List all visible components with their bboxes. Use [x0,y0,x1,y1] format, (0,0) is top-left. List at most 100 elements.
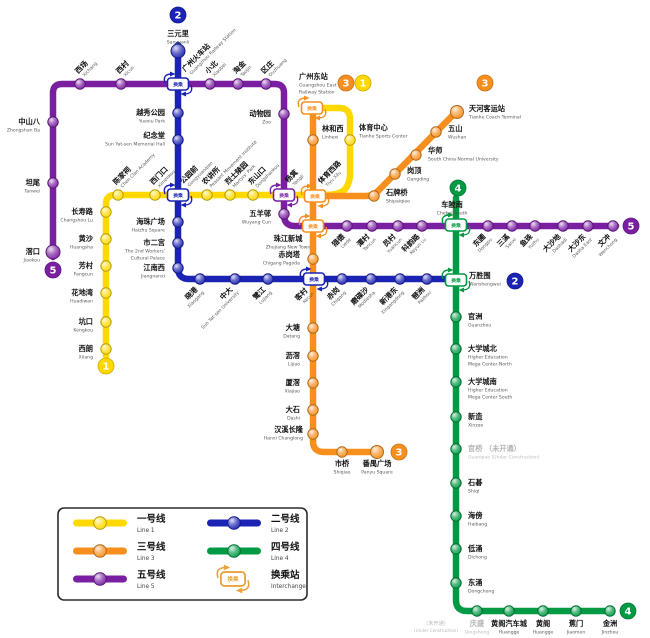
station-shipaiqiao [368,190,380,202]
svg-text:Tianhe Coach Terminal: Tianhe Coach Terminal [468,115,521,121]
station-jiaokou [45,244,61,260]
station-dongpu [482,220,494,232]
svg-text:1: 1 [360,79,367,90]
svg-text:市桥: 市桥 [335,459,350,468]
svg-text:Fangcun: Fangcun [74,272,93,278]
svg-text:江南西: 江南西 [143,263,165,272]
svg-text:石碁: 石碁 [467,478,483,487]
line-badge-line1-1: 1 [354,74,372,92]
svg-text:Zoo: Zoo [262,120,271,126]
station-label-shiqi: 石碁 Shiqi [467,478,483,495]
svg-text:西朗: 西朗 [79,344,93,353]
svg-text:Mega Center South: Mega Center South [468,395,512,401]
svg-text:Line 2: Line 2 [271,528,289,534]
svg-text:South China Normal University: South China Normal University [428,157,499,163]
svg-text:Dashi: Dashi [287,416,300,422]
station-label-fangcun: 芳村 Fangcun [74,261,94,278]
svg-text:The 2nd Workers': The 2nd Workers' [124,249,165,255]
station-haibang [450,510,462,522]
station-tanwei [47,177,59,189]
station-tianhe-coach-terminal [450,105,464,119]
station-xicun [115,78,127,90]
note-under-construction: (Under Construction) [414,628,458,633]
svg-text:2: 2 [512,277,519,288]
station-label-huangsha: 黄沙 Huangsha [70,234,94,251]
svg-text:一号线: 一号线 [137,513,166,525]
svg-text:珠江新城: 珠江新城 [274,234,304,243]
svg-text:Higher Education: Higher Education [468,388,508,394]
svg-text:换乘: 换乘 [279,192,289,199]
station-xilang [100,343,112,355]
station-lujiang [262,273,274,285]
svg-text:Shiqi: Shiqi [468,489,479,495]
svg-text:二号线: 二号线 [271,513,300,525]
station-chigang [336,273,348,285]
svg-text:Huangsha: Huangsha [70,245,93,251]
svg-text:四号线: 四号线 [271,541,300,553]
svg-text:3: 3 [482,79,489,90]
svg-text:换乘: 换乘 [227,575,239,583]
svg-text:Zhujiang New Town: Zhujiang New Town [266,245,311,251]
station-hanxi-changlong [307,428,319,440]
svg-text:Huangge: Huangge [499,630,520,636]
svg-text:Zhongshan Ba: Zhongshan Ba [7,128,40,134]
svg-text:Haizhu Square: Haizhu Square [132,228,166,234]
station-keyun-lu [416,220,428,232]
station-chen-clan-academy [112,189,124,201]
station-kengkou [100,316,112,328]
svg-text:芳村: 芳村 [79,261,94,270]
svg-text:换乘: 换乘 [173,192,183,199]
svg-text:换乘: 换乘 [309,276,319,283]
svg-text:沥滘: 沥滘 [286,351,300,360]
svg-text:动物园: 动物园 [249,109,271,118]
svg-text:Jiaokou: Jiaokou [23,258,41,264]
svg-text:Guanqiao (Under Construction): Guanqiao (Under Construction) [468,455,540,461]
station-xiajiao [307,377,319,389]
station-jiaomen [570,605,582,617]
svg-text:换乘站: 换乘站 [271,569,300,581]
station-sun-yat-sen-university [229,273,241,285]
svg-text:Linhexi: Linhexi [322,135,338,141]
metro-line-line3 [309,103,384,456]
svg-text:东涌: 东涌 [468,578,482,587]
svg-text:Kengkou: Kengkou [73,328,93,334]
station-datang [307,322,319,334]
line-badge-line3-3: 3 [390,443,408,461]
line-badge-line5-5: 5 [622,217,640,235]
svg-text:体育中心: 体育中心 [359,123,389,132]
station-ximenkou [149,189,161,201]
svg-text:五号线: 五号线 [137,569,166,581]
svg-text:Jiangnanxi: Jiangnanxi [140,274,165,280]
interchange-icon-tiyu-xilu: 换乘 [300,183,330,209]
svg-text:2: 2 [175,11,182,22]
svg-text:5: 5 [628,222,635,233]
svg-text:Wuyang Cun: Wuyang Cun [242,220,271,226]
station-yuancun [392,220,404,232]
station-linhexi [307,134,319,146]
station-haizhu-square [172,216,184,228]
svg-text:5: 5 [50,266,57,277]
svg-text:黄沙: 黄沙 [79,234,94,243]
svg-text:4: 4 [625,607,632,618]
station-sanxi [506,220,518,232]
svg-text:低涌: 低涌 [467,544,482,553]
station-liede [341,220,353,232]
